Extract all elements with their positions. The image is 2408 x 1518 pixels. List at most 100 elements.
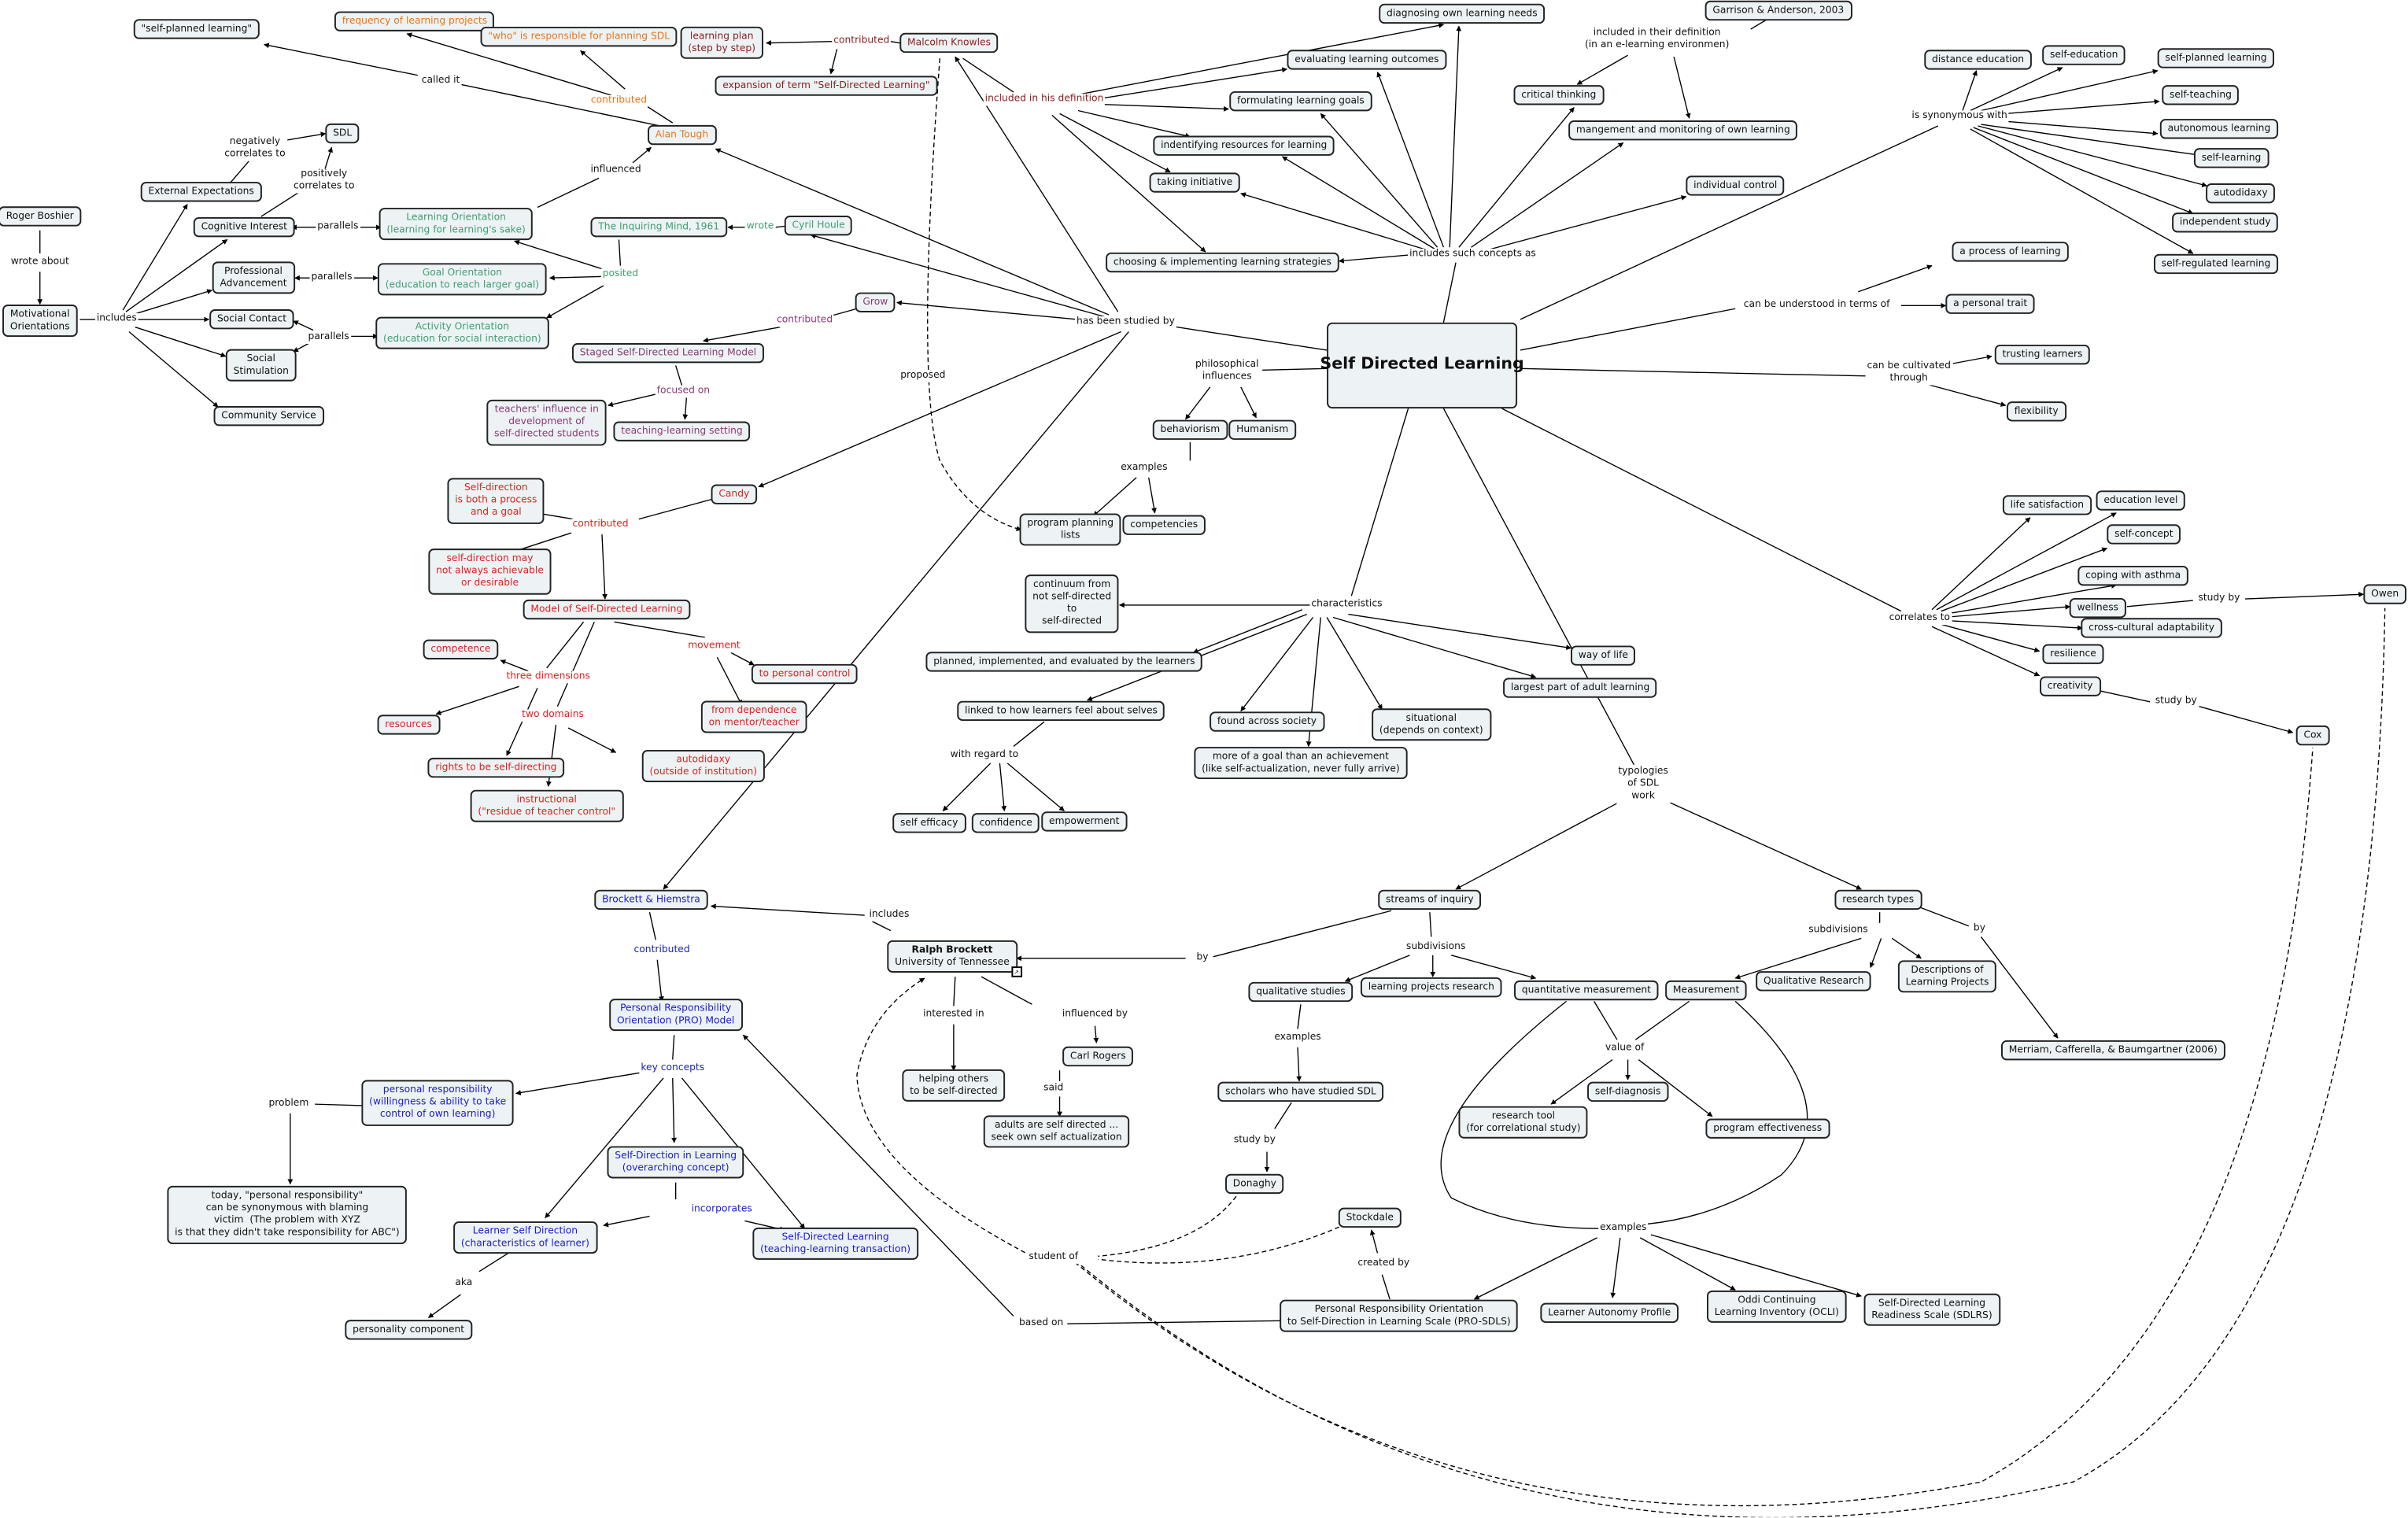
concept-node[interactable]: research types [1834, 889, 1922, 910]
concept-node[interactable]: Personal Responsibility Orientation (PRO… [609, 999, 743, 1032]
concept-node[interactable]: quantitative measurement [1514, 980, 1659, 1001]
concept-node[interactable]: Cyril Houle [784, 216, 853, 236]
concept-node[interactable]: taking initiative [1149, 172, 1240, 194]
concept-node[interactable]: teachers' influence in development of se… [486, 399, 608, 445]
concept-node[interactable]: program planning lists [1019, 513, 1121, 547]
concept-node[interactable]: expansion of term "Self-Directed Learnin… [715, 76, 938, 97]
concept-node[interactable]: planned, implemented, and evaluated by t… [925, 652, 1203, 672]
concept-node[interactable]: Merriam, Cafferella, & Baumgartner (2006… [2001, 1040, 2225, 1061]
concept-node[interactable]: teaching-learning setting [613, 421, 751, 442]
concept-node[interactable]: self-teaching [2162, 85, 2240, 105]
concept-node[interactable]: competence [423, 639, 499, 660]
concept-node[interactable]: confidence [971, 813, 1040, 833]
concept-node[interactable]: self efficacy [892, 813, 966, 833]
concept-node[interactable]: Goal Orientation (education to reach lar… [377, 263, 547, 296]
concept-node[interactable]: education level [2096, 490, 2186, 512]
concept-node[interactable]: wellness [2069, 597, 2126, 619]
concept-node[interactable]: Descriptions of Learning Projects [1897, 960, 1997, 993]
concept-node[interactable]: flexibility [2006, 401, 2066, 422]
concept-node[interactable]: a process of learning [1952, 242, 2069, 262]
concept-node[interactable]: autodidaxy [2206, 183, 2276, 204]
concept-node[interactable]: Candy [711, 484, 758, 505]
concept-node[interactable]: qualitative studies [1248, 981, 1354, 1003]
concept-node[interactable]: rights to be self-directing [427, 757, 565, 778]
concept-node[interactable]: personality component [345, 1320, 472, 1340]
concept-node[interactable]: distance education [1924, 50, 2032, 70]
concept-node[interactable]: Cognitive Interest [193, 216, 295, 238]
concept-node[interactable]: Malcolm Knowles [899, 32, 999, 54]
concept-node[interactable]: "who" is responsible for planning SDL [480, 26, 678, 47]
concept-node[interactable]: self-diagnosis [1587, 1081, 1669, 1102]
concept-node[interactable]: Personal Responsibility Orientation to S… [1280, 1299, 1519, 1333]
concept-node[interactable]: Learner Autonomy Profile [1540, 1302, 1679, 1324]
concept-node[interactable]: life satisfaction [2002, 495, 2092, 515]
concept-node[interactable]: Social Stimulation [225, 349, 297, 382]
concept-node[interactable]: Learning Orientation (learning for learn… [379, 208, 534, 241]
concept-node[interactable]: Garrison & Anderson, 2003 [1704, 0, 1852, 21]
concept-node[interactable]: Oddi Continuing Learning Inventory (OCLI… [1707, 1290, 1847, 1324]
concept-node[interactable]: Humanism [1228, 419, 1296, 441]
concept-node[interactable]: "self-planned learning" [133, 19, 260, 39]
concept-node[interactable]: Professional Advancement [212, 261, 295, 295]
concept-node[interactable]: a personal trait [1945, 294, 2035, 315]
concept-node[interactable]: diagnosing own learning needs [1379, 3, 1546, 24]
central-concept[interactable]: Self Directed Learning [1320, 322, 1524, 409]
concept-node[interactable]: individual control [1686, 175, 1786, 196]
concept-node[interactable]: Grow [855, 292, 896, 313]
concept-node[interactable]: adults are self directed ... seek own se… [983, 1115, 1130, 1149]
concept-node[interactable]: self-regulated learning [2153, 253, 2279, 275]
resource-link-icon[interactable]: ↗ [1010, 966, 1022, 978]
concept-node[interactable]: program effectiveness [1705, 1118, 1830, 1139]
concept-node[interactable]: behaviorism [1152, 419, 1228, 441]
concept-node[interactable]: today, "personal responsibility" can be … [167, 1185, 408, 1244]
concept-node[interactable]: self-direction may not always achievable… [428, 548, 552, 594]
concept-node[interactable]: Roger Boshier [0, 206, 82, 227]
concept-node[interactable]: autonomous learning [2159, 119, 2279, 139]
concept-node[interactable]: evaluating learning outcomes [1287, 50, 1447, 70]
concept-node[interactable]: self-learning [2193, 148, 2270, 168]
concept-node[interactable]: choosing & implementing learning strateg… [1106, 252, 1339, 273]
concept-node[interactable]: Measurement [1665, 980, 1748, 1001]
concept-node[interactable]: streams of inquiry [1378, 889, 1482, 910]
concept-node[interactable]: Stockdale [1338, 1207, 1402, 1228]
concept-node[interactable]: learning plan (step by step) [680, 26, 763, 60]
concept-node[interactable]: largest part of adult learning [1503, 678, 1658, 699]
concept-node[interactable]: Model of Self-Directed Learning [523, 599, 691, 620]
concept-node[interactable]: helping others to be self-directed [902, 1069, 1006, 1102]
concept-node[interactable]: self-education [2042, 45, 2126, 66]
concept-node[interactable]: Learner Self Direction (characteristics … [453, 1221, 597, 1254]
concept-node[interactable]: External Expectations [140, 182, 262, 202]
concept-node[interactable]: resilience [2042, 644, 2104, 665]
concept-node[interactable]: trusting learners [1994, 344, 2091, 365]
concept-node[interactable]: situational (depends on context) [1372, 708, 1491, 741]
concept-node[interactable]: SDL [325, 123, 360, 144]
concept-node[interactable]: empowerment [1041, 811, 1128, 832]
concept-node[interactable]: from dependence on mentor/teacher [700, 700, 807, 734]
concept-node[interactable]: indentifying resources for learning [1153, 135, 1335, 157]
concept-node[interactable]: autodidaxy (outside of institution) [641, 749, 765, 783]
concept-node[interactable]: more of a goal than an achievement (like… [1194, 747, 1408, 780]
concept-node[interactable]: scholars who have studied SDL [1217, 1081, 1384, 1102]
concept-node[interactable]: Self-Direction in Learning (overarching … [607, 1146, 744, 1180]
concept-node[interactable]: Staged Self-Directed Learning Model [571, 342, 764, 364]
concept-node[interactable]: independent study [2172, 212, 2279, 233]
concept-node[interactable]: Motivational Orientations [2, 305, 78, 338]
concept-node[interactable]: Cox [2295, 725, 2330, 746]
concept-node[interactable]: cross-cultural adaptability [2081, 618, 2222, 639]
concept-node[interactable]: Self-direction is both a process and a g… [447, 478, 545, 523]
concept-node[interactable]: Carl Rogers [1062, 1046, 1134, 1067]
concept-node[interactable]: to personal control [751, 663, 859, 685]
concept-node[interactable]: competencies [1122, 515, 1206, 536]
concept-node[interactable]: personal responsibility (willingness & a… [361, 1080, 514, 1125]
concept-node[interactable]: critical thinking [1513, 85, 1605, 105]
concept-node[interactable]: self-concept [2107, 524, 2181, 545]
concept-node[interactable]: creativity [2040, 676, 2101, 697]
concept-node[interactable]: way of life [1570, 645, 1636, 667]
concept-node[interactable]: Alan Tough [648, 124, 716, 146]
concept-node[interactable]: learning projects research [1360, 977, 1502, 998]
concept-node[interactable]: Donaghy [1225, 1173, 1284, 1195]
concept-node[interactable]: The Inquiring Mind, 1961 [590, 216, 727, 238]
concept-node[interactable]: Activity Orientation (education for soci… [375, 316, 549, 350]
concept-node[interactable]: linked to how learners feel about selves [957, 700, 1165, 722]
